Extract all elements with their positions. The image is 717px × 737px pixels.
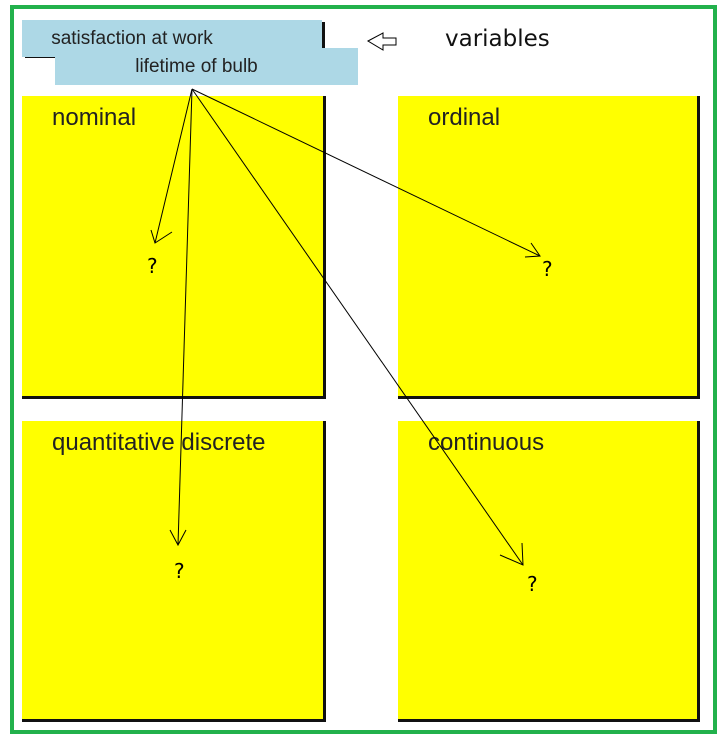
- category-label: nominal: [52, 104, 137, 131]
- category-box-continuous: continuous: [398, 421, 700, 722]
- category-label: ordinal: [428, 104, 501, 131]
- variable-item: lifetime of bulb: [135, 56, 258, 77]
- category-box-ordinal: ordinal: [398, 96, 700, 399]
- category-box-quantitative-discrete: quantitative discrete: [22, 421, 326, 722]
- arrow-to-continuous: [191, 88, 524, 566]
- category-label: quantitative discrete: [52, 429, 266, 456]
- category-label: continuous: [428, 429, 545, 456]
- answer-quantitative-discrete: ?: [174, 559, 185, 583]
- left-arrow-icon: [366, 32, 397, 51]
- arrow-to-ordinal: [191, 88, 541, 257]
- answer-continuous: ?: [527, 572, 538, 596]
- category-box-nominal: nominal: [22, 96, 326, 399]
- shadow-line: [322, 22, 325, 49]
- arrow-to-quantitative-discrete: [177, 88, 193, 546]
- variable-box-lifetime: lifetime of bulb: [55, 48, 358, 85]
- variable-item: satisfaction at work: [51, 28, 213, 49]
- variables-label: variables: [445, 26, 550, 52]
- answer-nominal: ?: [147, 254, 158, 278]
- arrow-to-nominal: [154, 88, 193, 244]
- diagram-frame: [10, 5, 717, 734]
- shadow-line: [25, 56, 57, 58]
- answer-ordinal: ?: [542, 257, 553, 281]
